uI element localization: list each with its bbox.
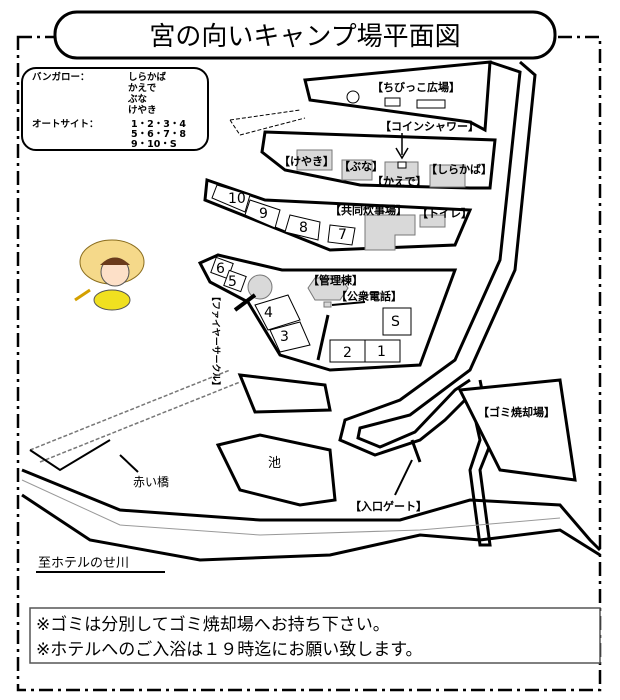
legend-autosite-label: オートサイト：: [32, 119, 99, 130]
incinerator-label: 【ゴミ焼却場】: [478, 405, 555, 419]
legend-autosite-row: 9・10・S: [131, 139, 177, 150]
phone-label: 【公衆電話】: [336, 289, 402, 303]
site-7[interactable]: 7: [338, 227, 347, 243]
toilet-building: [419, 214, 446, 228]
site-2[interactable]: 2: [343, 345, 352, 361]
office-building: [307, 277, 349, 301]
lower-area: [237, 373, 332, 414]
notes-box: [29, 607, 601, 664]
bungalow-buna[interactable]: [341, 159, 373, 181]
title-box: [53, 10, 557, 60]
map-title: 宮の向いキャンプ場平面図: [149, 22, 460, 52]
red-bridge-mark: [29, 439, 111, 472]
children-plaza-label: 【ちびっこ広場】: [372, 80, 460, 94]
site-5[interactable]: 5: [228, 274, 237, 290]
public-phone: [323, 301, 332, 308]
site-box-4: [254, 294, 301, 331]
red-bridge-label: 赤い橋: [133, 475, 169, 489]
walkway: [316, 314, 330, 361]
arrow-icon: [395, 133, 409, 160]
arrow-icon: [331, 301, 366, 306]
main-road-edge: [356, 60, 537, 449]
legend-autosite-row: 5・6・7・8: [131, 129, 186, 140]
pond: [215, 433, 337, 507]
site-10[interactable]: 10: [228, 191, 246, 207]
site-1[interactable]: 1: [377, 344, 386, 360]
plaza-equipment: [416, 99, 446, 109]
lower-road: [21, 468, 602, 552]
legend-autosite-row: 1・2・3・4: [131, 119, 186, 130]
stairs: [229, 109, 306, 136]
buna-label: 【ぶな】: [339, 160, 383, 173]
note-bath: ※ホテルへのご入浴は１９時迄にお願い致します。: [36, 640, 423, 660]
bungalow-shirakaba[interactable]: [429, 164, 466, 188]
office-label: 【管理棟】: [308, 273, 363, 287]
pond-label: 池: [268, 456, 281, 471]
site-4[interactable]: 4: [264, 305, 273, 321]
main-road: [338, 60, 522, 547]
site-9[interactable]: 9: [259, 206, 268, 222]
child-illustration: [74, 239, 145, 311]
plaza-circle: [346, 90, 360, 104]
lower-road-edge: [21, 493, 601, 562]
coin-shower-building: [397, 161, 407, 169]
fire-circle-label: 【ファイヤーサークル】: [210, 292, 221, 390]
bungalow-keyaki[interactable]: [296, 149, 333, 171]
toilet-label: 【トイレ】: [417, 207, 472, 220]
legend-bungalow: かえで: [128, 83, 157, 94]
site-boxes-north: [211, 184, 356, 246]
arrow-icon: [119, 454, 139, 473]
kaede-label: 【かえで】: [372, 175, 427, 188]
site-6[interactable]: 6: [216, 261, 225, 277]
keyaki-label: 【けやき】: [279, 155, 334, 168]
site-box-3: [269, 321, 311, 353]
children-plaza-area: [303, 60, 492, 133]
note-garbage: ※ゴミは分別してゴミ焼却場へお持ち下さい。: [36, 614, 390, 635]
legend-bungalow: けやき: [128, 105, 157, 116]
site-8[interactable]: 8: [299, 220, 308, 236]
shirakaba-label: 【しらかば】: [426, 162, 492, 176]
to-hotel-label: 至ホテルのせ川: [38, 556, 129, 571]
site-3[interactable]: 3: [280, 329, 289, 345]
legend-box: [21, 67, 209, 151]
site-box-1: [364, 339, 401, 363]
incinerator-area: [457, 378, 577, 482]
fire-circle: [247, 274, 273, 300]
river: [21, 479, 561, 536]
arrow-icon: [233, 293, 257, 312]
entrance-gate: [410, 439, 422, 463]
legend-bungalow-label: バンガロー：: [32, 71, 89, 83]
footpath: [29, 369, 241, 463]
site-s[interactable]: S: [391, 314, 400, 330]
autosite-area-south: [197, 253, 458, 372]
plaza-equipment: [384, 97, 401, 107]
legend-bungalow: しらかば: [128, 71, 167, 83]
gate-label: 【入口ゲート】: [350, 499, 427, 513]
site-box-s: [382, 307, 412, 336]
kitchen-label: 【共同炊事場】: [330, 203, 407, 217]
coin-shower-label: 【コインシャワー】: [380, 120, 479, 133]
legend-bungalow: ぶな: [127, 94, 148, 105]
kitchen-building: [364, 214, 416, 251]
arrow-icon: [394, 459, 413, 496]
